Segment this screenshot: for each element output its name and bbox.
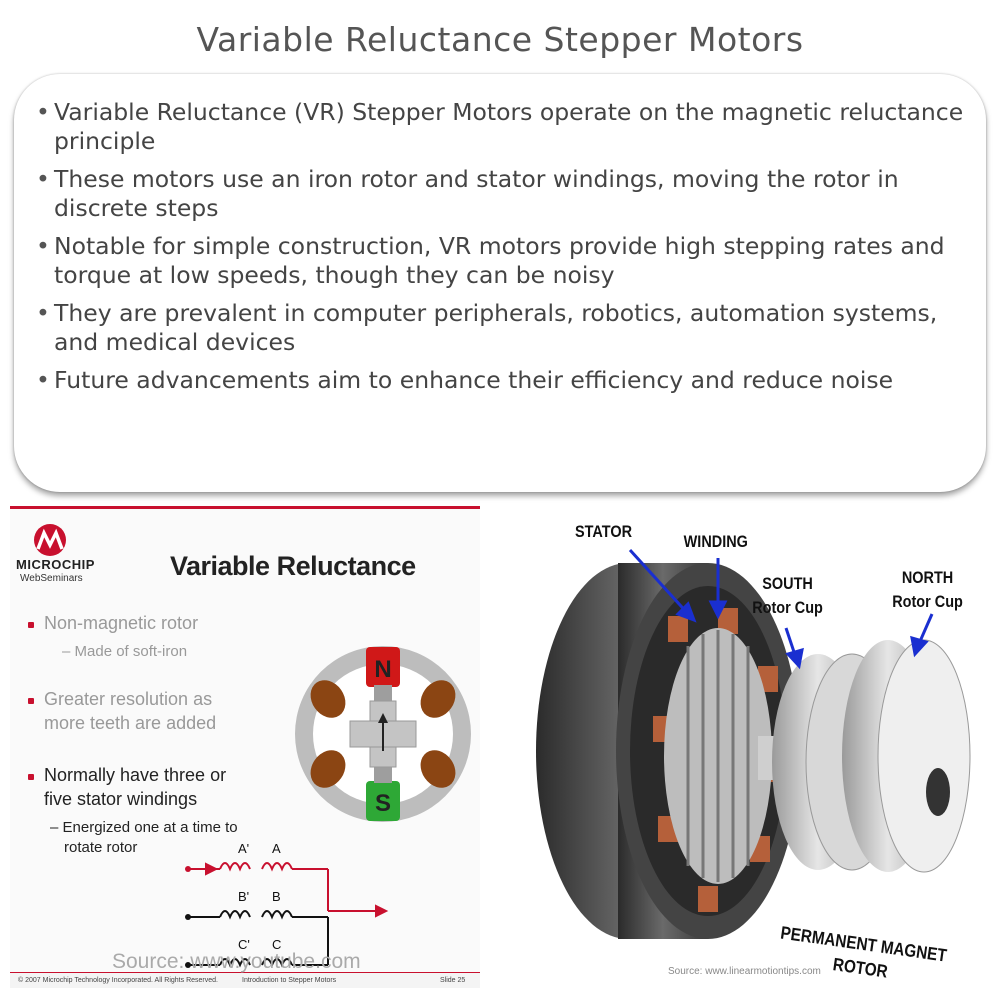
bullet-marker [28, 622, 34, 628]
bullet-marker [28, 774, 34, 780]
slide-bullet: more teeth are added [44, 713, 217, 733]
logo-subtext: WebSeminars [20, 573, 83, 584]
north-rotor-cup-label: NORTH Rotor Cup [892, 568, 963, 611]
footer-copyright: © 2007 Microchip Technology Incorporated… [18, 977, 218, 984]
microchip-logo-icon [34, 524, 66, 556]
slide-image: MICROCHIP WebSeminars Variable Reluctanc… [10, 506, 480, 988]
source-caption-left: Source: www.youtube.com [112, 950, 361, 973]
coil-label: A' [238, 841, 249, 856]
bullet-list: Variable Reluctance (VR) Stepper Motors … [36, 98, 970, 404]
slide-bullet: Normally have three or [44, 765, 227, 785]
footer-slide-number: Slide 25 [440, 977, 466, 984]
motor-illustration: STATOR WINDING SOUTH Rotor Cup NORTH Rot… [518, 516, 992, 986]
slide-subbullet: – Energized one at a time to [50, 819, 238, 836]
footer-topic: Introduction to Stepper Motors [242, 977, 337, 984]
pole-n-label: N [374, 656, 391, 683]
coil-label: C [272, 937, 281, 952]
coil-circuit-diagram: A' A B' B C' C [185, 841, 389, 968]
page-title: Variable Reluctance Stepper Motors [196, 20, 804, 59]
south-rotor-cup-label: SOUTH Rotor Cup [752, 574, 823, 617]
bullet-item: Notable for simple construction, VR moto… [36, 232, 970, 290]
stepper-motor-icon [536, 548, 971, 939]
slide-bullet: five stator windings [44, 789, 198, 809]
slide-subbullet: – Made of soft-iron [62, 643, 188, 660]
bullet-item: These motors use an iron rotor and stato… [36, 165, 970, 223]
slide-title: Variable Reluctance [170, 551, 416, 581]
coil-label: C' [238, 937, 250, 952]
slide-footer: © 2007 Microchip Technology Incorporated… [10, 972, 480, 988]
stator-label: STATOR [575, 522, 633, 541]
logo-text: MICROCHIP [16, 557, 95, 572]
bullet-item: Variable Reluctance (VR) Stepper Motors … [36, 98, 970, 156]
bullet-item: They are prevalent in computer periphera… [36, 299, 970, 357]
slide-bullet: Non-magnetic rotor [44, 613, 199, 633]
winding-label: WINDING [683, 532, 748, 551]
pole-s-label: S [375, 790, 391, 817]
source-caption-right: Source: www.linearmotiontips.com [668, 966, 821, 977]
coil-label: B' [238, 889, 249, 904]
stator-diagram: N S [295, 646, 471, 822]
slide-subbullet: rotate rotor [64, 839, 138, 856]
coil-label: A [272, 841, 281, 856]
bullet-marker [28, 698, 34, 704]
bullet-item: Future advancements aim to enhance their… [36, 366, 970, 395]
slide-bullet: Greater resolution as [44, 689, 213, 709]
coil-label: B [272, 889, 281, 904]
